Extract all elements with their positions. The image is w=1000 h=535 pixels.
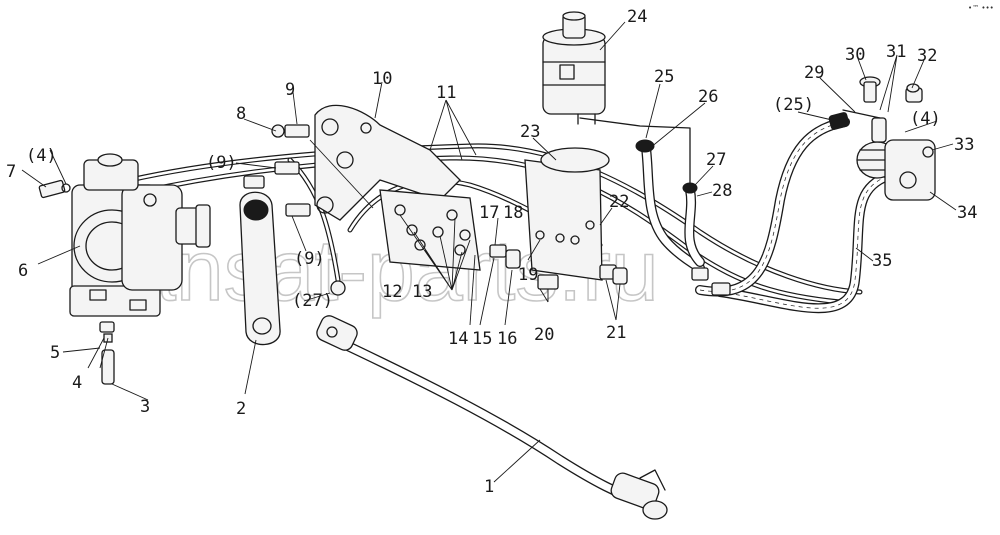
steering-pump [842,76,936,201]
callout-1: 1 [484,477,494,497]
callout-26: 26 [698,87,718,107]
callout-14: 14 [448,329,468,349]
callout-6: 6 [18,261,28,281]
callout-16: 16 [497,329,517,349]
callout-18: 18 [503,203,523,223]
hose-25 [695,112,850,297]
callout-15: 15 [472,329,492,349]
oil-reservoir [542,11,606,125]
callout-27: 27 [706,150,726,170]
callout-19: 19 [518,265,538,285]
callout-10: 10 [372,69,392,89]
callout-25-paren: (25) [773,95,814,115]
callout-20: 20 [534,325,554,345]
hose-35 [715,170,895,314]
tube-unions [330,267,731,296]
callout-28: 28 [712,181,732,201]
callout-4-paren-left: (4) [26,146,57,166]
callout-17: 17 [479,203,499,223]
steering-gear [69,153,211,317]
callout-5: 5 [50,343,60,363]
callout-34: 34 [957,203,977,223]
callout-33: 33 [954,135,974,155]
callout-13: 13 [412,282,432,302]
callout-25: 25 [654,67,674,87]
callout-23: 23 [520,122,540,142]
bracket-10 [314,104,461,221]
drag-link [316,315,668,520]
callout-9-paren-lower: (9) [294,249,325,269]
mounting-plate [379,189,521,271]
callout-21: 21 [606,323,626,343]
reservoir-hoses [579,117,705,273]
callout-11: 11 [436,83,456,103]
callout-31: 31 [886,42,906,62]
callout-29: 29 [804,63,824,83]
callout-9: 9 [285,80,295,100]
callout-2: 2 [236,399,246,419]
callout-24: 24 [627,7,647,27]
pitman-arm [239,191,281,346]
callout-7: 7 [6,162,16,182]
callout-27-paren: (27) [292,291,333,311]
bolts-9 [243,124,311,217]
leader-lines [21,21,957,483]
callout-3: 3 [140,397,150,417]
callout-12: 12 [382,282,402,302]
corner-mark: •™ ••• [968,4,994,12]
callout-32: 32 [917,46,937,66]
bracket-23 [524,147,628,290]
callout-labels: 1 2 3 4 (4) (4) 5 6 7 8 9 (9) (9) 10 11 … [6,7,977,497]
callout-30: 30 [845,45,865,65]
callout-35: 35 [872,251,892,271]
callout-4: 4 [72,373,82,393]
callout-4-paren-right: (4) [910,109,941,129]
callout-9-paren-upper: (9) [206,153,237,173]
callout-22: 22 [609,192,629,212]
callout-8: 8 [236,104,246,124]
